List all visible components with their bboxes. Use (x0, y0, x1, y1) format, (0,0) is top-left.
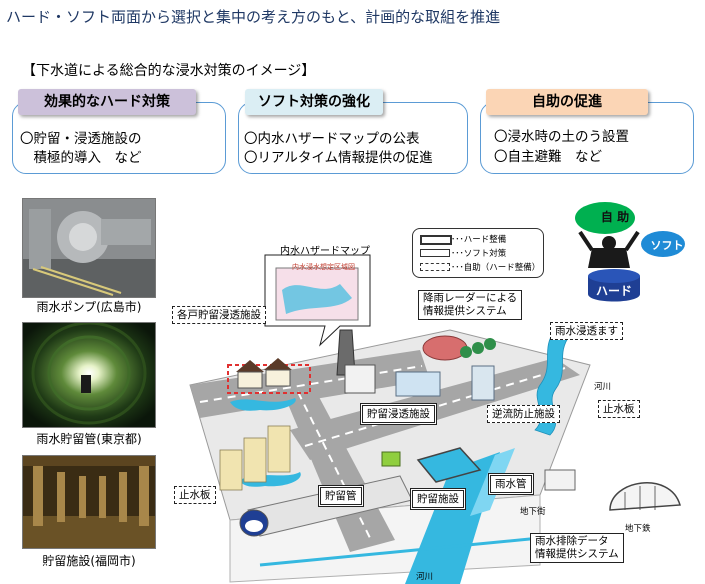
radar-system-label: 降雨レーダーによる 情報提供システム (418, 290, 523, 320)
legend-swatch-hard (420, 235, 452, 245)
river-bottom-label: 河川 (416, 572, 434, 582)
hazard-map-inner-title: 内水浸水想定区域図 (292, 263, 355, 271)
legend-label-hard: ･･･ハード整備 (451, 235, 507, 245)
rain-pipe-label: 雨水管 (488, 473, 534, 495)
self-help-line-1: 〇浸水時の土のう設置 (494, 129, 629, 145)
river-top-label: 河川 (594, 382, 612, 392)
rainwater-storage-pipe-caption: 雨水貯留管(東京都) (36, 432, 142, 446)
backflow-prevention-label: 逆流防止施設 (487, 405, 560, 423)
flood-water-upper (230, 398, 296, 411)
subway-label: 地下鉄 (625, 524, 651, 534)
underground-mall-label: 地下街 (520, 507, 546, 517)
storage-facility-caption: 貯留施設(福岡市) (42, 554, 136, 568)
houses-area (227, 358, 311, 394)
page-headline: ハード・ソフト両面から選択と集中の考え方のもと、計画的な取組を推進 (6, 8, 501, 26)
flood-water-lower (240, 472, 301, 487)
self-help-figure-label: 自 助 (600, 210, 630, 224)
legend-swatch-self-help (420, 263, 450, 271)
water-stop-left-label: 止水板 (174, 486, 216, 504)
soft-measures-title: ソフト対策の強化 (245, 89, 383, 115)
self-help-figure (575, 202, 685, 302)
hard-measures-line-1: 〇貯留・浸透施設の (20, 131, 142, 147)
soft-measures-line-2: 〇リアルタイム情報提供の促進 (244, 150, 433, 166)
hard-measures-title: 効果的なハード対策 (18, 89, 196, 115)
self-help-line-2: 〇自主避難 など (494, 149, 602, 165)
radar-system-label-line-2: 情報提供システム (423, 305, 507, 317)
drain-data-system-label: 雨水排除データ 情報提供システム (530, 533, 624, 563)
storage-facility-label: 貯留施設 (410, 488, 466, 510)
legend-label-self-help: ･･･自助（ハード整備） (451, 263, 541, 273)
legend-swatch-soft (420, 249, 450, 257)
hard-measures-line-2: 積極的導入 など (20, 150, 142, 166)
hazard-map-title: 内水ハザードマップ (280, 246, 370, 257)
rainwater-storage-pipe-photo (22, 322, 156, 428)
rainwater-pump-photo (22, 198, 156, 298)
infiltration-inlet-label: 雨水浸透ます (550, 322, 623, 340)
private-storage-label: 各戸貯留浸透施設 (172, 306, 266, 324)
underground-mall (544, 469, 576, 491)
storage-pipe-label: 貯留管 (318, 485, 364, 507)
soft-figure-label: ソフト (650, 239, 684, 252)
drain-data-system-label-line-1: 雨水排除データ (535, 535, 609, 547)
hard-figure-label: ハード (595, 284, 632, 298)
rainwater-pump-caption: 雨水ポンプ(広島市) (36, 300, 142, 314)
water-stop-right-label: 止水板 (598, 400, 640, 418)
bus (381, 451, 401, 467)
storage-infiltration-label: 貯留浸透施設 (360, 403, 437, 425)
soft-measures-line-1: 〇内水ハザードマップの公表 (244, 131, 420, 147)
self-help-title: 自助の促進 (486, 89, 648, 115)
river-bottom (405, 452, 500, 584)
figure-subheading: 【下水道による総合的な浸水対策のイメージ】 (22, 63, 316, 79)
legend-label-soft: ･･･ソフト対策 (451, 249, 507, 259)
left-buildings (219, 425, 291, 491)
subway-dome (609, 482, 681, 511)
drain-data-system-label-line-2: 情報提供システム (535, 548, 619, 560)
storage-facility-pool (416, 447, 482, 483)
storage-facility-photo (22, 455, 156, 549)
radar-system-label-line-1: 降雨レーダーによる (423, 292, 518, 304)
right-buildings (395, 335, 496, 401)
